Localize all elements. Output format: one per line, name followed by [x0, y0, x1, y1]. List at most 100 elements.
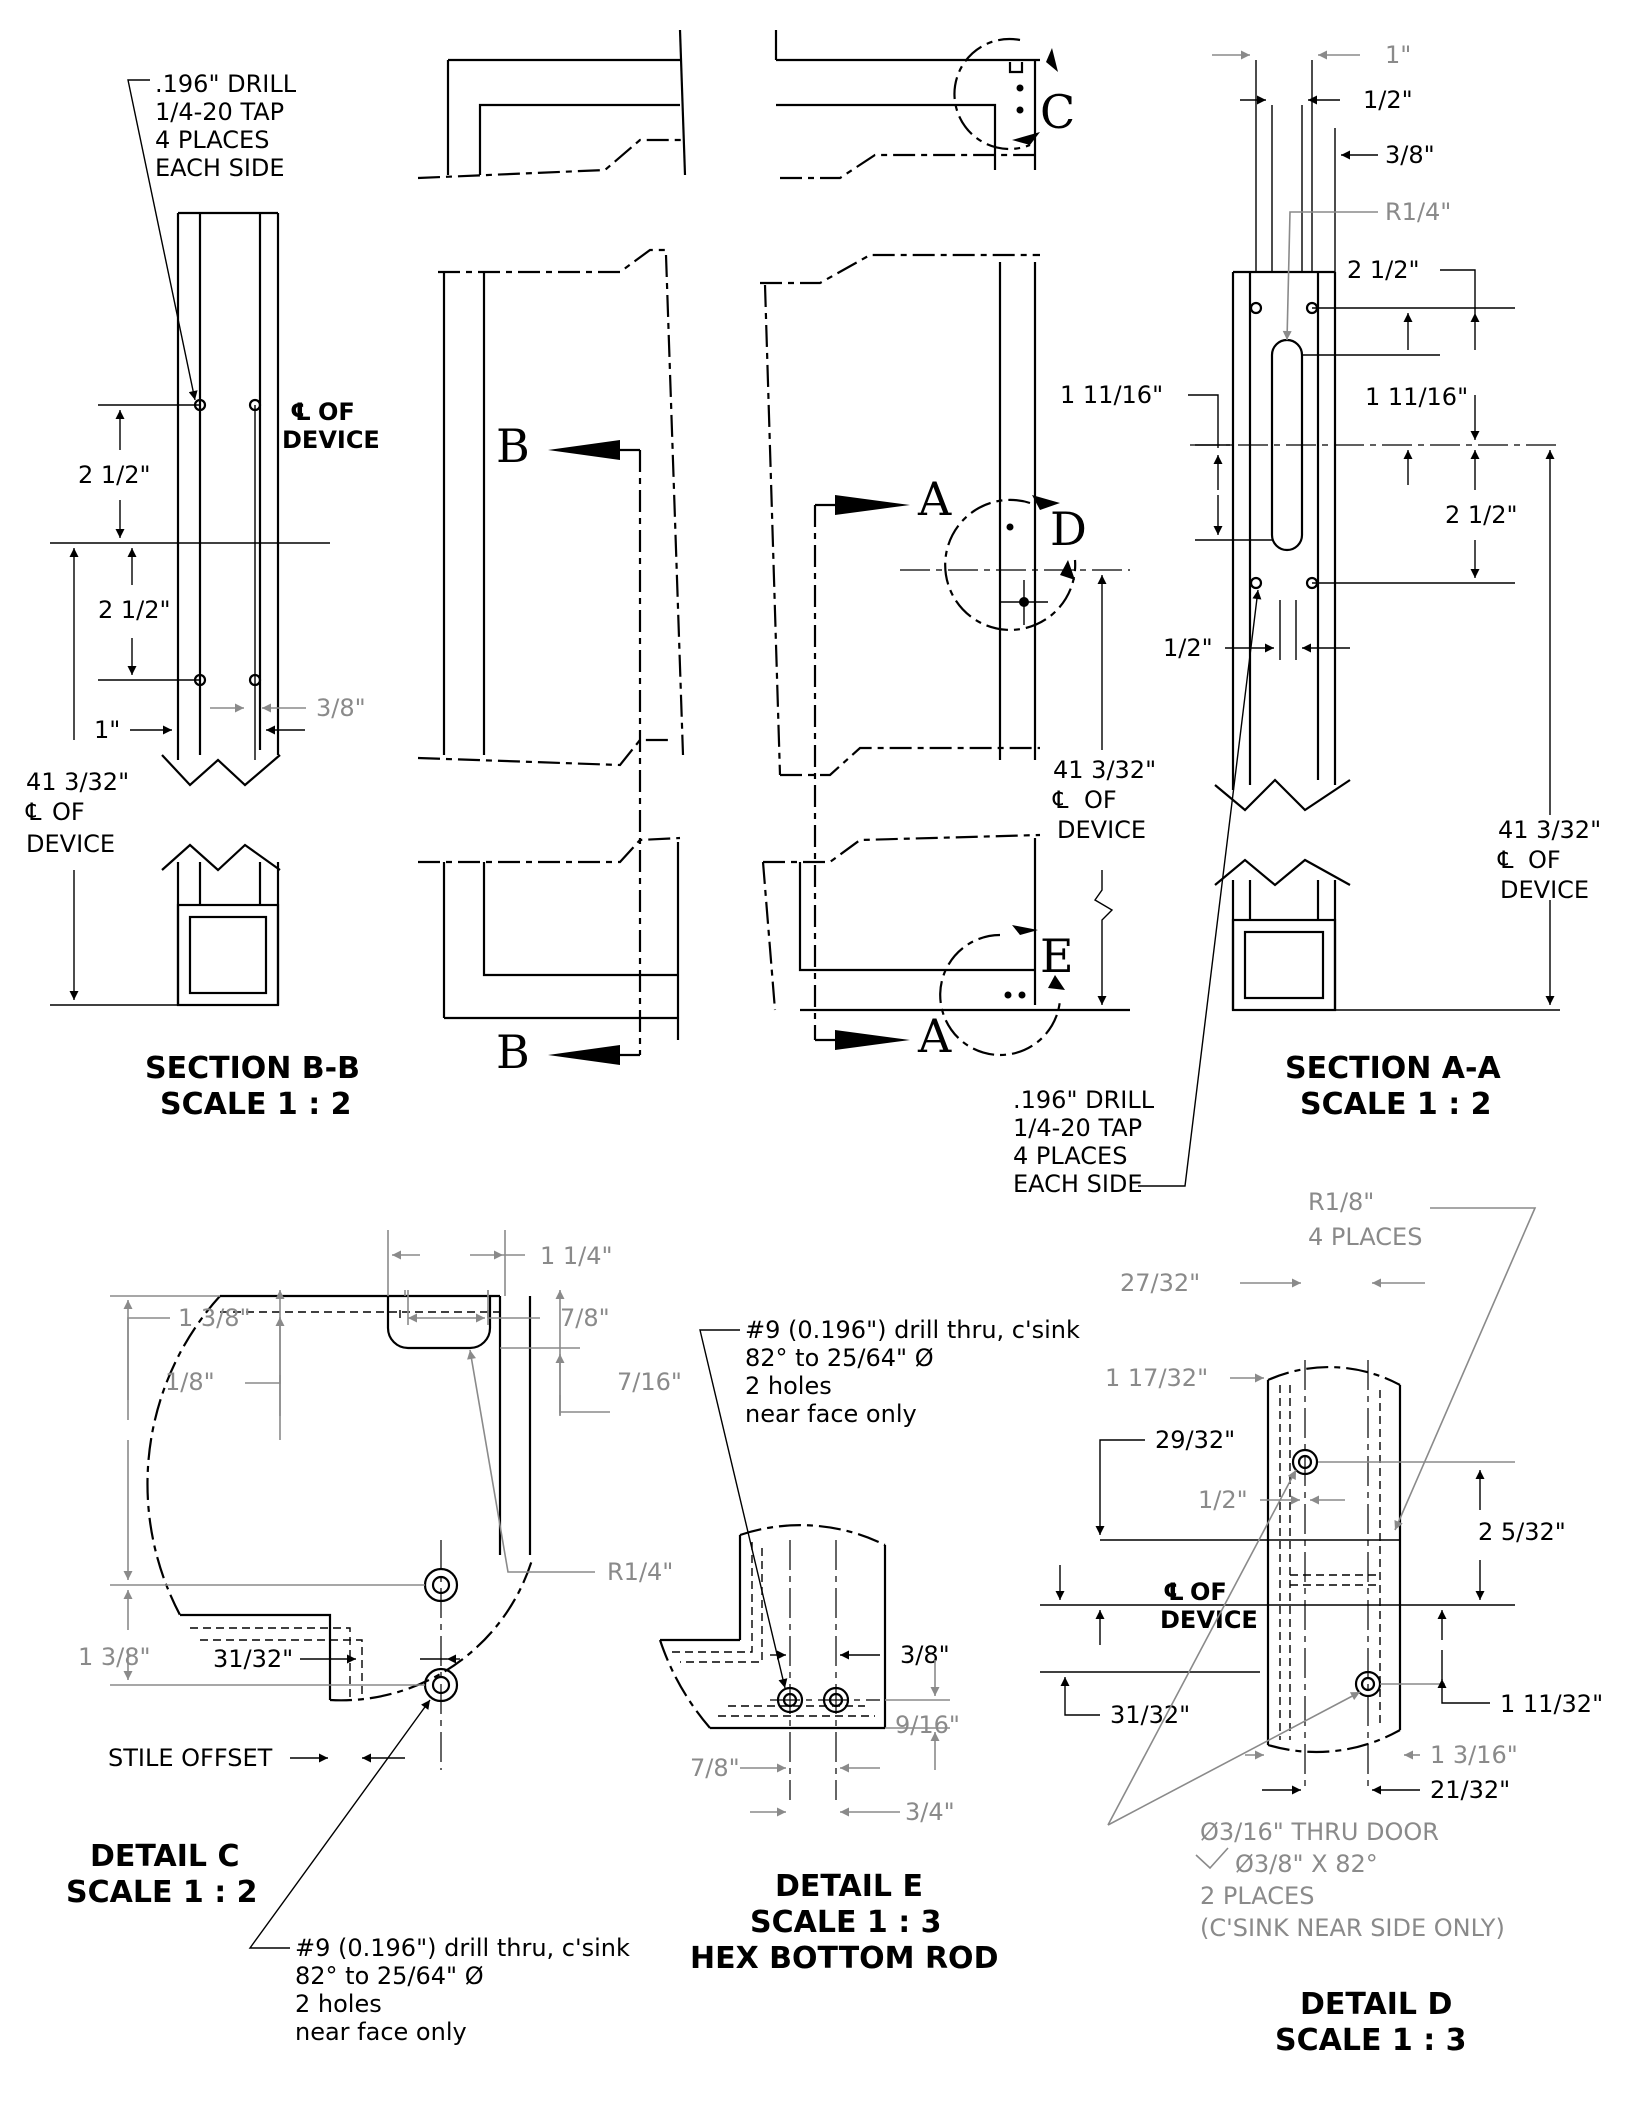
- hole-note-line: 2 holes: [745, 1372, 832, 1400]
- hole-note-line: near face only: [295, 2018, 467, 2046]
- dim-label: 1 11/32": [1500, 1690, 1603, 1718]
- hole-note-line: (C'SINK NEAR SIDE ONLY): [1200, 1914, 1505, 1942]
- detail-e: #9 (0.196") drill thru, c'sink 82° to 25…: [658, 1316, 1080, 1976]
- dim-label: 7/16": [617, 1368, 682, 1396]
- dim-label: 21/32": [1430, 1776, 1510, 1804]
- drill-note-line: .196" DRILL: [155, 70, 297, 98]
- hole-note-line: 2 holes: [295, 1990, 382, 2018]
- stile-offset-label: STILE OFFSET: [108, 1744, 273, 1772]
- dim-label: OF: [52, 798, 85, 826]
- elevation-left: B B: [417, 29, 687, 1079]
- hole-note-line: Ø3/16" THRU DOOR: [1200, 1818, 1439, 1846]
- dim-label: 1": [94, 716, 120, 744]
- detail-title: DETAIL D: [1300, 1987, 1452, 2022]
- centerline-symbol: ℄: [1497, 846, 1514, 874]
- detail-title: DETAIL E: [775, 1869, 923, 1904]
- hole-note-line: #9 (0.196") drill thru, c'sink: [745, 1316, 1080, 1344]
- detail-title: DETAIL C: [90, 1839, 240, 1874]
- section-bb: .196" DRILL 1/4-20 TAP 4 PLACES EACH SID…: [25, 70, 380, 1122]
- dim-label: R1/4": [1385, 198, 1451, 226]
- section-marker: A: [917, 1009, 952, 1063]
- dim-label: 1 3/16": [1430, 1741, 1518, 1769]
- hole-note-line: #9 (0.196") drill thru, c'sink: [295, 1934, 630, 1962]
- tap-hole: [1249, 576, 1263, 590]
- cl-label: OF: [1190, 1578, 1227, 1606]
- drill-note-line: EACH SIDE: [1013, 1170, 1143, 1198]
- centerline-symbol: ℄: [1052, 786, 1069, 814]
- dim-label: 1 1/4": [540, 1242, 613, 1270]
- dim-label: 3/4": [905, 1798, 955, 1826]
- dim-label: 31/32": [1110, 1701, 1190, 1729]
- dim-label: DEVICE: [26, 830, 115, 858]
- detail-d: R1/8" 4 PLACES 27/32" 1 17/32" 29/32" 1/…: [1040, 1188, 1603, 2058]
- drill-note-line: 4 PLACES: [1013, 1142, 1127, 1170]
- detail-c: 1 1/4" 7/8" 1 3/8" 1/8" 7/16" R1/4" 1 3/…: [66, 1230, 682, 2046]
- slot: [1270, 338, 1304, 552]
- dim-label: 3/8": [900, 1641, 950, 1669]
- cl-label: DEVICE: [282, 426, 380, 454]
- hole-note-line: near face only: [745, 1400, 917, 1428]
- dim-label: 7/8": [560, 1304, 610, 1332]
- section-marker: B: [496, 1025, 530, 1079]
- detail-scale: SCALE 1 : 3: [750, 1905, 942, 1940]
- drill-note-line: 4 PLACES: [155, 126, 269, 154]
- dim-label: 2 1/2": [98, 596, 171, 624]
- hole-note-line: Ø3/8" X 82°: [1235, 1850, 1378, 1878]
- dim-label: 2 5/32": [1478, 1518, 1566, 1546]
- centerline-symbol: ℄: [290, 398, 312, 426]
- detail-subtitle: HEX BOTTOM ROD: [690, 1941, 998, 1976]
- dim-label: 1": [1385, 41, 1411, 69]
- drill-note-line: EACH SIDE: [155, 154, 285, 182]
- dim-label: 7/8": [690, 1754, 740, 1782]
- dim-label: DEVICE: [1057, 816, 1146, 844]
- centerline-symbol: ℄: [25, 798, 42, 826]
- dim-label: 1 11/16": [1060, 381, 1163, 409]
- dim-label: 3/8": [316, 694, 366, 722]
- dim-label: 27/32": [1120, 1269, 1200, 1297]
- dim-label: 3/8": [1385, 141, 1435, 169]
- drill-note-line: 1/4-20 TAP: [155, 98, 284, 126]
- section-title: SECTION A-A: [1285, 1051, 1501, 1086]
- drill-note-line: .196" DRILL: [1013, 1086, 1155, 1114]
- hole-note-line: 82° to 25/64" Ø: [745, 1344, 934, 1372]
- cl-label: DEVICE: [1160, 1606, 1258, 1634]
- section-marker: A: [917, 472, 952, 526]
- dim-label: 1 3/8": [178, 1304, 251, 1332]
- centerline-symbol: ℄: [1163, 1578, 1185, 1606]
- dim-label: 1 3/8": [78, 1643, 151, 1671]
- dim-label: 2 1/2": [78, 461, 151, 489]
- section-marker: B: [496, 419, 530, 473]
- dim-label: 1 17/32": [1105, 1364, 1208, 1392]
- detail-scale: SCALE 1 : 3: [1275, 2023, 1467, 2058]
- dim-label: OF: [1528, 846, 1561, 874]
- tap-hole: [1249, 301, 1263, 315]
- detail-marker: E: [1040, 929, 1074, 983]
- elevation-right: C D E A A: [760, 30, 1262, 1198]
- drill-note-line: 1/4-20 TAP: [1013, 1114, 1142, 1142]
- dim-label: 41 3/32": [26, 768, 129, 796]
- dim-label: 1/2": [1163, 634, 1213, 662]
- dim-label: DEVICE: [1500, 876, 1589, 904]
- hole-note-line: 2 PLACES: [1200, 1882, 1314, 1910]
- section-aa: 1" 1/2" 3/8" R1/4" 2 1/2" 1 11/16" 1 11/…: [1060, 41, 1601, 1122]
- dim-label: 41 3/32": [1498, 816, 1601, 844]
- dim-label: 29/32": [1155, 1426, 1235, 1454]
- dim-label: 9/16": [895, 1711, 960, 1739]
- detail-scale: SCALE 1 : 2: [66, 1875, 258, 1910]
- dim-label: 2 1/2": [1347, 256, 1420, 284]
- dim-label: 1/2": [1198, 1486, 1248, 1514]
- dim-label: OF: [1084, 786, 1117, 814]
- section-scale: SCALE 1 : 2: [160, 1087, 352, 1122]
- hole-note-line: 82° to 25/64" Ø: [295, 1962, 484, 1990]
- detail-marker: D: [1050, 502, 1087, 556]
- dim-label: 1 11/16": [1365, 383, 1468, 411]
- dim-label: R1/4": [607, 1558, 673, 1586]
- detail-marker: C: [1040, 85, 1075, 139]
- dim-label: R1/8": [1308, 1188, 1374, 1216]
- section-scale: SCALE 1 : 2: [1300, 1087, 1492, 1122]
- dim-label: 1/8": [165, 1368, 215, 1396]
- dim-label: 31/32": [213, 1645, 293, 1673]
- dim-label: 2 1/2": [1445, 501, 1518, 529]
- dim-label: 4 PLACES: [1308, 1223, 1422, 1251]
